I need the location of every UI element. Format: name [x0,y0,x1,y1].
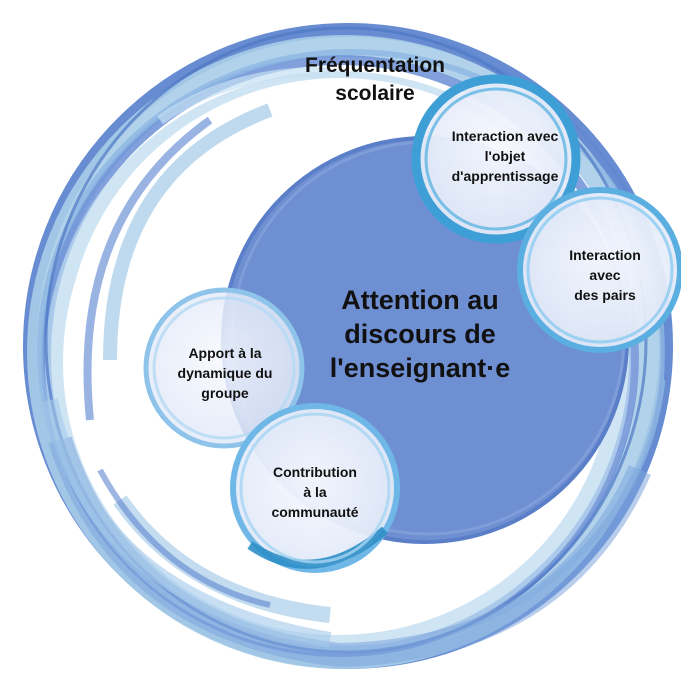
bubble-dynamique-circle [143,287,305,449]
bubble-objet-circle [411,74,581,244]
bubble-label-objet: Interaction avec l'objet d'apprentissage [451,128,559,184]
bubble-communaute-circle [230,403,400,573]
bubble-label-dynamique: Apport à la dynamique du groupe [177,345,273,401]
bubble-label-pairs: Interaction avec des pairs [569,247,641,303]
bubble-pairs-circle [517,187,681,353]
center-circle-label: Attention au discours de l'enseignant·e [329,285,511,383]
bubble-label-communaute: Contribution à la communauté [271,464,359,520]
outer-circle-label: Fréquentation scolaire [305,54,445,105]
